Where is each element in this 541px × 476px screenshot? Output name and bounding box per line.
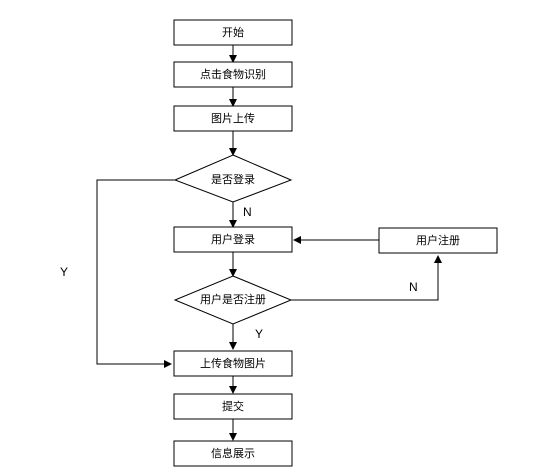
node-click-recognition: 点击食物识别 — [173, 61, 293, 88]
edge-label-registered-yes: Y — [255, 327, 263, 341]
node-display-info: 信息展示 — [173, 440, 293, 467]
node-upload-image-label: 图片上传 — [211, 112, 255, 125]
node-click-recognition-label: 点击食物识别 — [200, 67, 266, 81]
edge-label-registered-no: N — [409, 280, 418, 294]
node-upload-food-image: 上传食物图片 — [173, 350, 293, 377]
node-submit-label: 提交 — [222, 399, 244, 413]
node-user-register-label: 用户注册 — [416, 233, 460, 247]
node-user-login-label: 用户登录 — [211, 232, 255, 246]
node-user-login: 用户登录 — [173, 226, 293, 253]
node-is-logged-in: 是否登录 — [173, 154, 293, 203]
node-user-register: 用户注册 — [378, 227, 498, 254]
edge-label-logged-in-yes: Y — [60, 265, 68, 279]
edge-logged-yes-to-upload-food — [96, 179, 175, 368]
node-is-registered-label: 用户是否注册 — [200, 292, 266, 306]
node-submit: 提交 — [173, 393, 293, 420]
node-start: 开始 — [173, 19, 293, 46]
node-start-label: 开始 — [222, 25, 244, 39]
edge-label-logged-in-no: N — [243, 205, 252, 219]
edge-registered-no-to-register — [291, 255, 442, 301]
node-is-logged-in-label: 是否登录 — [211, 172, 255, 186]
node-is-registered: 用户是否注册 — [173, 275, 293, 325]
node-upload-food-image-label: 上传食物图片 — [200, 356, 266, 370]
node-display-info-label: 信息展示 — [211, 446, 255, 460]
node-upload-image: 图片上传 — [173, 105, 293, 132]
